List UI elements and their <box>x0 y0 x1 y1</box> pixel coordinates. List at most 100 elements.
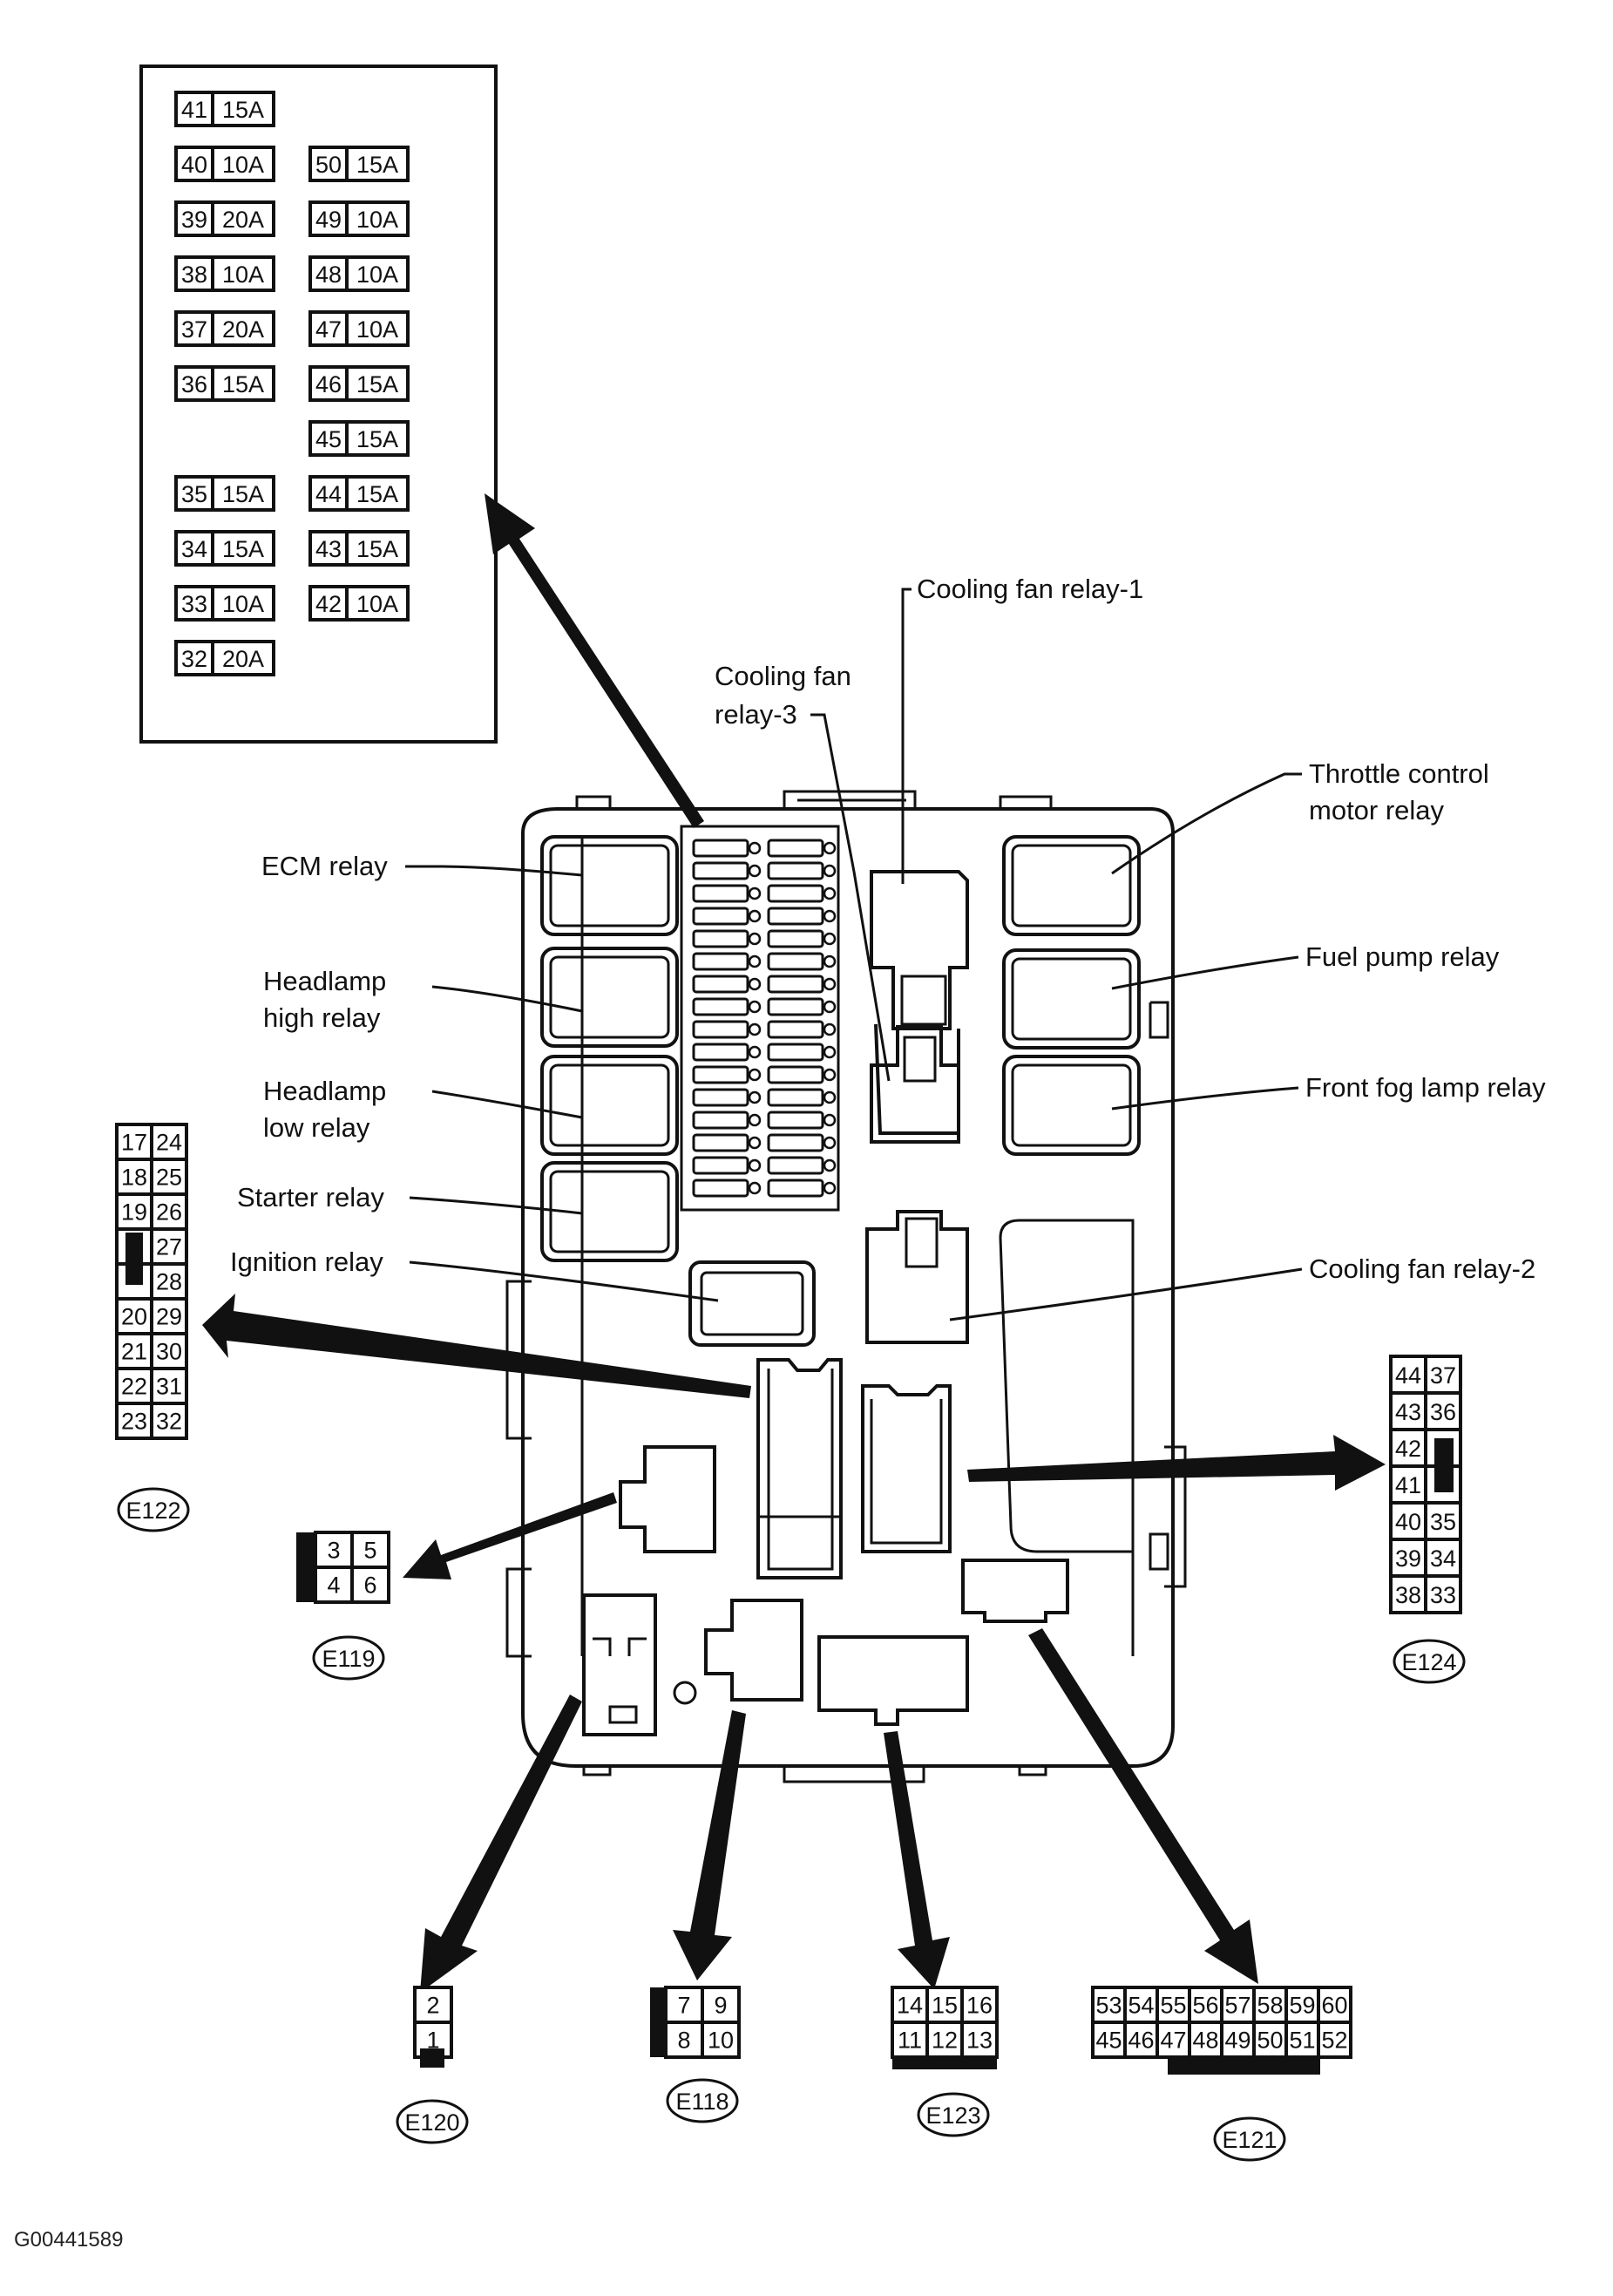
pin: 57 <box>1220 1986 1256 2024</box>
badge-e123: E123 <box>917 2092 990 2137</box>
pin-number: 39 <box>1395 1545 1421 1572</box>
pin: 38 <box>1389 1574 1427 1614</box>
pin-number: 13 <box>966 2028 993 2054</box>
e120-housing <box>582 1593 697 1736</box>
pin: 7 <box>664 1986 704 2024</box>
cooling-fan-relay-1-label: Cooling fan relay-1 <box>917 574 1143 604</box>
keying-block <box>125 1233 143 1285</box>
pin-number: 14 <box>897 1993 923 2019</box>
pin-number: 32 <box>156 1409 182 1435</box>
svg-text:E121: E121 <box>1222 2127 1277 2153</box>
fuse-amperage: 15A <box>222 481 264 507</box>
pin: 30 <box>150 1332 188 1370</box>
fuse-amperage: 15A <box>356 536 398 562</box>
pin: 47 <box>1156 2021 1191 2059</box>
pin-number: 45 <box>1095 2028 1122 2054</box>
fuse-number: 49 <box>315 207 342 233</box>
cooling-fan-relay-3-label-1: Cooling fan <box>715 661 851 691</box>
pin: 51 <box>1284 2021 1320 2059</box>
fuse-number: 33 <box>181 591 207 617</box>
arrows <box>202 493 1386 1993</box>
pin-number: 7 <box>677 1993 690 2019</box>
pin: 14 <box>891 1986 929 2024</box>
mini-fuse <box>692 1156 749 1175</box>
pin-number: 26 <box>156 1199 182 1226</box>
pin-number: 28 <box>156 1269 182 1295</box>
front-fog-lamp-relay-label: Front fog lamp relay <box>1305 1072 1546 1103</box>
fuse-number: 41 <box>181 97 207 123</box>
mini-fuse-terminal <box>823 954 837 968</box>
pin: 29 <box>150 1297 188 1335</box>
pin: 26 <box>150 1192 188 1231</box>
mini-fuse <box>692 839 749 858</box>
badge-e121: E121 <box>1213 2116 1286 2162</box>
fuse-amperage: 20A <box>222 207 264 233</box>
ecm-relay-socket <box>540 835 679 936</box>
mini-fuse-terminal <box>823 1158 837 1172</box>
keying-block <box>420 2048 444 2068</box>
pin-number: 31 <box>156 1374 182 1400</box>
pin: 10 <box>701 2021 741 2059</box>
pin: 17 <box>115 1123 153 1161</box>
headlamp-low-label-2: low relay <box>263 1112 370 1143</box>
mini-fuse <box>692 997 749 1016</box>
fuse-amperage: 10A <box>356 316 398 343</box>
e124-housing <box>861 1384 952 1553</box>
pin-number: 50 <box>1257 2028 1283 2054</box>
mini-fuse <box>767 839 824 858</box>
fuse-amperage: 15A <box>222 536 264 562</box>
pin-number: 42 <box>1395 1436 1421 1462</box>
pin: 12 <box>925 2021 964 2059</box>
pin-number: 38 <box>1395 1582 1421 1608</box>
fuse-number: 43 <box>315 536 342 562</box>
pin: 16 <box>960 1986 999 2024</box>
svg-text:E118: E118 <box>675 2089 729 2115</box>
pin: 9 <box>701 1986 741 2024</box>
pin: 23 <box>115 1402 153 1440</box>
pin-number: 25 <box>156 1165 182 1191</box>
badge-e122: E122 <box>117 1487 190 1532</box>
keying-block <box>892 2057 997 2069</box>
pin-number: 15 <box>932 1993 958 2019</box>
pin: 20 <box>115 1297 153 1335</box>
mini-fuse <box>767 1088 824 1107</box>
pin: 54 <box>1123 1986 1159 2024</box>
fuse-43: 43 15A <box>308 530 410 567</box>
mini-fuse-terminal <box>748 864 762 878</box>
pin: 43 <box>1389 1391 1427 1431</box>
pin-number: 29 <box>156 1304 182 1330</box>
fuse-amperage: 10A <box>356 591 398 617</box>
pin: 41 <box>1389 1464 1427 1505</box>
throttle-control-motor-relay-socket <box>1002 835 1141 936</box>
mini-fuse-terminal <box>823 841 837 855</box>
pin: 34 <box>1424 1538 1462 1578</box>
mini-fuse <box>767 952 824 971</box>
pin: 50 <box>1252 2021 1288 2059</box>
pin-number: 2 <box>426 1993 439 2019</box>
mini-fuse-terminal <box>748 932 762 946</box>
pin-number: 10 <box>708 2028 734 2054</box>
figure-id: G00441589 <box>14 2228 124 2252</box>
cooling-fan-relay-3-label-2: relay-3 <box>715 699 797 730</box>
pin-number: 54 <box>1128 1993 1154 2019</box>
badge-e119: E119 <box>312 1635 385 1681</box>
pin: 22 <box>115 1367 153 1405</box>
fuse-number: 32 <box>181 646 207 672</box>
pin: 46 <box>1123 2021 1159 2059</box>
mini-fuse-terminal <box>823 1113 837 1127</box>
mini-fuse-terminal <box>748 886 762 900</box>
mini-fuse-terminal <box>823 909 837 923</box>
mini-fuse-terminal <box>823 1090 837 1104</box>
pin: 44 <box>1389 1355 1427 1395</box>
fuse-number: 40 <box>181 152 207 178</box>
keying-block <box>296 1532 315 1602</box>
throttle-control-label-2: motor relay <box>1309 795 1445 825</box>
cooling-fan-relay-2-label: Cooling fan relay-2 <box>1309 1253 1535 1284</box>
